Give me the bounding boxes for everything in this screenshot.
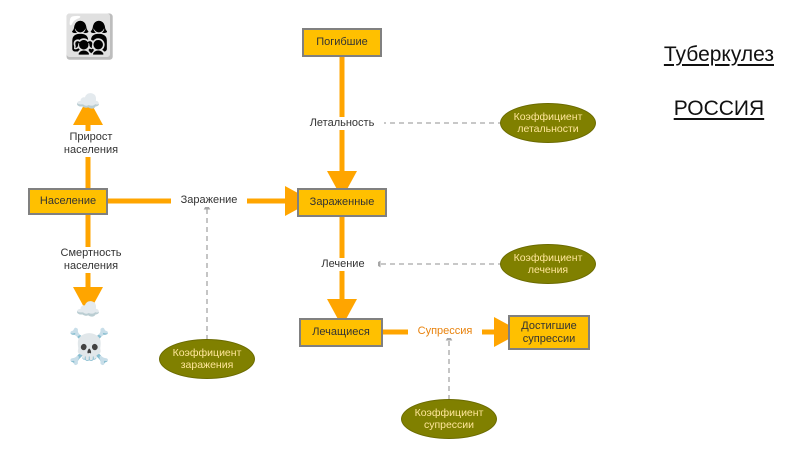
flow-label-zarazhenie: Заражение (171, 194, 247, 207)
stock-lechashchiesya[interactable]: Лечащиеся (299, 318, 383, 347)
stock-dostigshie-supressii[interactable]: Достигшие супрессии (508, 315, 590, 350)
parameter-koef-zarazheniya-label: Коэффициент заражения (172, 346, 242, 372)
title-line-disease: Туберкулез (663, 43, 774, 66)
stock-dostigshie-supressii-label: Достигшие супрессии (521, 319, 577, 345)
parameter-koef-letalnosti-label: Коэффициент летальности (513, 110, 583, 136)
parameter-koef-letalnosti[interactable]: Коэффициент летальности (500, 103, 596, 143)
stock-naselenie[interactable]: Население (28, 188, 108, 215)
flow-label-prirost: Прирост населения (56, 131, 126, 157)
stock-naselenie-label: Население (39, 195, 97, 207)
parameter-koef-lecheniya[interactable]: Коэффициент лечения (500, 244, 596, 284)
parameter-koef-supressii-label: Коэффициент супрессии (414, 406, 484, 432)
stock-zarazhennye-label: Зараженные (309, 196, 375, 208)
parameter-koef-zarazheniya[interactable]: Коэффициент заражения (159, 339, 255, 379)
flow-label-supressiya: Супрессия (408, 325, 482, 338)
stock-pogibshie[interactable]: Погибшие (302, 28, 382, 57)
parameter-koef-supressii[interactable]: Коэффициент супрессии (401, 399, 497, 439)
cloud-sink-emoji: ☁️ (75, 299, 101, 321)
title-line-country: РОССИЯ (673, 97, 765, 120)
skull-and-crossbones-emoji: ☠️ (68, 328, 111, 366)
flow-label-letalnost: Летальность (300, 117, 384, 130)
flow-label-smertnost: Смертность населения (50, 247, 132, 273)
stock-lechashchiesya-label: Лечащиеся (312, 326, 370, 338)
family-emoji: 👩‍👩‍👧‍👦 (63, 13, 117, 60)
diagram-title: Туберкулез РОССИЯ (664, 14, 774, 149)
cloud-source-emoji: ☁️ (75, 91, 101, 113)
parameter-koef-lecheniya-label: Коэффициент лечения (513, 251, 583, 277)
stock-zarazhennye[interactable]: Зараженные (297, 188, 387, 217)
stock-pogibshie-label: Погибшие (316, 36, 368, 48)
flow-label-lechenie: Лечение (308, 258, 378, 271)
